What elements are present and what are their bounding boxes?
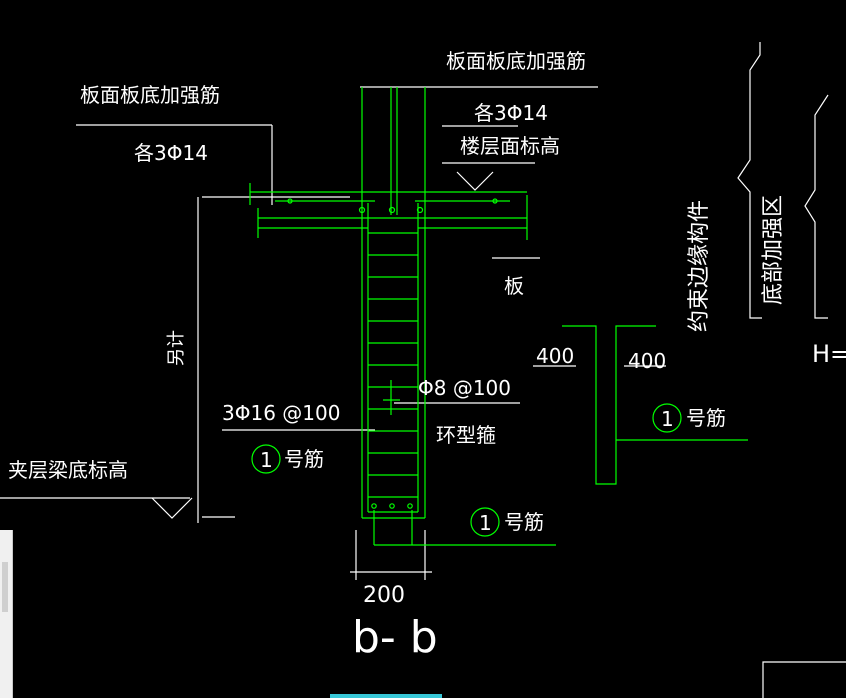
label-bar-no-left: 号筋 bbox=[284, 447, 324, 471]
side-panel[interactable] bbox=[0, 530, 13, 698]
stirrup-lines bbox=[368, 232, 418, 498]
break-lines bbox=[737, 42, 846, 698]
bottom-tab-indicator[interactable] bbox=[330, 694, 442, 698]
scrollbar-thumb[interactable] bbox=[2, 562, 8, 612]
section-title: b- b bbox=[352, 612, 438, 663]
label-dim-400-left: 400 bbox=[536, 344, 574, 368]
label-ring-stirrup: 环型箍 bbox=[436, 423, 496, 447]
label-bar-no-bottom: 号筋 bbox=[504, 510, 544, 534]
label-bar-no-right: 号筋 bbox=[686, 406, 726, 430]
circle-number-left: 1 bbox=[260, 448, 273, 472]
rebar-dots bbox=[287, 198, 498, 509]
label-mezz-beam-elev: 夹层梁底标高 bbox=[8, 458, 128, 482]
label-side-dim: 另计 bbox=[166, 330, 187, 366]
label-bottom-reinforce-zone: 底部加强区 bbox=[761, 195, 786, 305]
label-bar-spec: 3Φ16 @100 bbox=[222, 401, 340, 425]
leader-lines-white bbox=[0, 86, 666, 580]
label-h-eq: H= bbox=[812, 340, 846, 368]
label-constraint-member: 约束边缘构件 bbox=[687, 200, 712, 332]
label-dim-200: 200 bbox=[363, 583, 405, 608]
embedded-part bbox=[562, 325, 748, 485]
label-dim-400-right: 400 bbox=[628, 349, 666, 373]
label-floor-elevation: 楼层面标高 bbox=[460, 134, 560, 158]
circle-number-right: 1 bbox=[661, 407, 674, 431]
slab-and-wall-outline bbox=[249, 87, 556, 546]
elevation-markers bbox=[151, 171, 494, 519]
label-slab: 板 bbox=[504, 274, 524, 298]
label-each-3phi14-right: 各3Φ14 bbox=[474, 101, 548, 125]
circle-markers bbox=[251, 403, 682, 537]
label-top-left-rebar: 板面板底加强筋 bbox=[80, 83, 220, 107]
label-each-3phi14-left: 各3Φ14 bbox=[134, 141, 208, 165]
label-top-right-rebar: 板面板底加强筋 bbox=[446, 49, 586, 73]
label-stirrup-spec: Φ8 @100 bbox=[418, 376, 511, 400]
circle-number-bottom: 1 bbox=[479, 511, 492, 535]
